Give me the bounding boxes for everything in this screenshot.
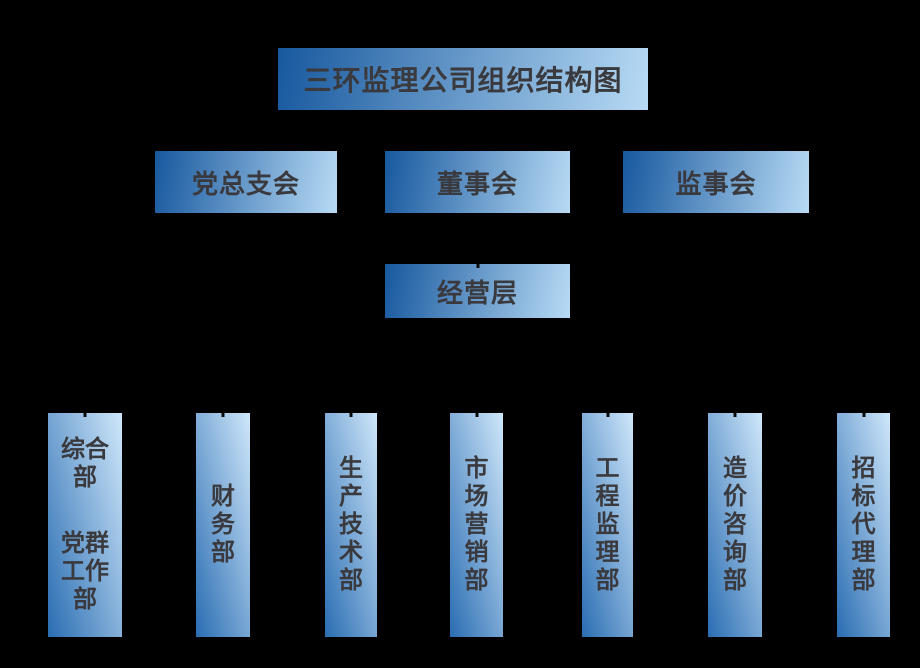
node-party-general-branch: 党总支会 bbox=[155, 151, 337, 213]
node-board-of-supervisors: 监事会 bbox=[623, 151, 809, 213]
dept-label: 造价咨询部 bbox=[723, 455, 747, 594]
connector-stub-icon bbox=[862, 413, 865, 417]
node-label: 党总支会 bbox=[191, 168, 300, 199]
node-board-of-directors: 董事会 bbox=[385, 151, 570, 213]
dept-label: 工程监理部 bbox=[595, 455, 620, 594]
node-dept-marketing: 市场营销部 bbox=[450, 413, 503, 637]
connector-stub-icon bbox=[83, 413, 87, 417]
connector-stub-icon bbox=[476, 264, 479, 268]
dept-label: 招标代理部 bbox=[851, 455, 876, 594]
connector-stub-icon bbox=[606, 413, 609, 417]
dept-label-secondary: 党群工作部 bbox=[61, 530, 109, 613]
node-dept-general-affairs: 综合部 党群工作部 bbox=[48, 413, 122, 637]
chart-title-box: 三环监理公司组织结构图 bbox=[278, 48, 648, 110]
chart-title: 三环监理公司组织结构图 bbox=[303, 65, 623, 96]
node-dept-bidding-agency: 招标代理部 bbox=[837, 413, 890, 637]
connector-stub-icon bbox=[221, 413, 225, 417]
node-dept-engineering-supervision: 工程监理部 bbox=[582, 413, 633, 637]
node-dept-production-technology: 生产技术部 bbox=[325, 413, 377, 637]
node-dept-cost-consulting: 造价咨询部 bbox=[708, 413, 762, 637]
connector-stub-icon bbox=[733, 413, 737, 417]
node-label: 经营层 bbox=[436, 277, 518, 308]
node-dept-finance: 财务部 bbox=[196, 413, 250, 637]
dept-label: 生产技术部 bbox=[339, 455, 363, 594]
node-management-level: 经营层 bbox=[385, 264, 570, 318]
connector-stub-icon bbox=[475, 413, 478, 417]
node-label: 监事会 bbox=[675, 168, 757, 199]
node-label: 董事会 bbox=[436, 168, 518, 199]
dept-label: 财务部 bbox=[211, 483, 235, 566]
dept-label: 综合部 bbox=[61, 436, 109, 491]
connector-stub-icon bbox=[349, 413, 353, 417]
dept-label: 市场营销部 bbox=[464, 455, 489, 594]
